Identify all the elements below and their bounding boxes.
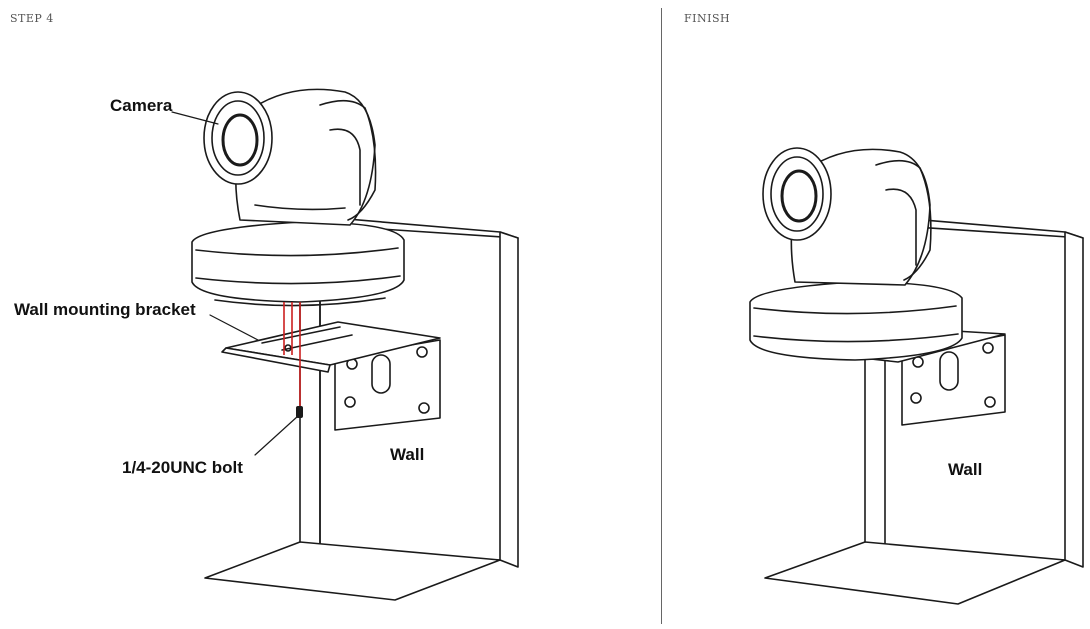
finish-camera-head [762,147,932,286]
camera-base [191,221,405,307]
bolt-label: 1/4-20UNC bolt [122,458,243,477]
wall-label-finish: Wall [948,460,983,479]
bolt-guide [283,302,303,418]
camera-label: Camera [110,96,173,115]
bracket-vertical-plate [334,339,441,431]
wall-label-step: Wall [390,445,425,464]
bracket-horizontal-plate [221,321,441,373]
floor-plate [204,541,501,601]
step-4-diagram [171,88,519,601]
bolt [296,406,303,418]
finish-wall-panel [864,214,1084,571]
finish-floor-plate [764,541,1066,605]
finish-camera-base [749,281,963,361]
bracket-leader [209,314,259,341]
finish-panel-title: FINISH [684,12,731,25]
bolt-leader [254,415,299,456]
camera-leader [171,111,219,125]
panel-divider [661,8,662,624]
camera-head [203,88,377,226]
finish-bracket-vertical-plate [901,334,1006,426]
step-panel-title: STEP 4 [10,12,54,25]
wall-mounting-bracket-label: Wall mounting bracket [14,300,196,319]
finish-bracket-horizontal-plate [789,327,1006,363]
